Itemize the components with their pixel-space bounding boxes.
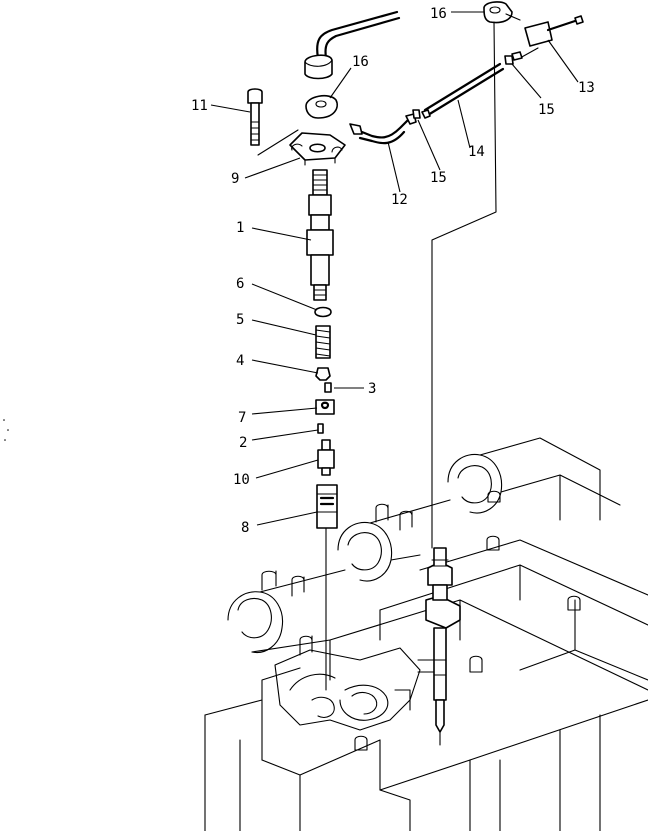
scan-specks: [3, 419, 9, 441]
part-12-bent-fuel-line: [349, 113, 417, 145]
part-1-injector-body: [306, 169, 334, 301]
callout-11: 11: [191, 98, 208, 114]
installed-injector: [425, 547, 461, 746]
callout-16-right: 16: [430, 6, 447, 22]
callout-15-right: 15: [538, 102, 555, 118]
part-5-spring: [315, 325, 331, 359]
part-4-spring-seat: [315, 367, 331, 381]
part-8-nozzle-nut: [316, 484, 338, 529]
part-16-banjo-left: [305, 94, 338, 119]
assembly-guide-line: [431, 21, 497, 549]
callout-1: 1: [236, 220, 244, 236]
callout-13: 13: [578, 80, 595, 96]
callout-4: 4: [236, 353, 244, 369]
bolt-to-clamp-line: [257, 129, 299, 156]
top-left-bent-pipe: [304, 10, 401, 80]
part-2-pin: [317, 423, 324, 434]
part-3-pin: [324, 382, 332, 393]
part-13-inlet-fitting: [511, 15, 584, 61]
callout-14: 14: [468, 144, 485, 160]
part-15-clip-right: [504, 55, 514, 65]
part-11-bolt: [247, 88, 263, 146]
part-16-banjo-right: [483, 1, 521, 24]
part-6-washer: [314, 306, 332, 318]
callout-labels: 1 2 3 4 5 6 7 8 9 10 11 12 13 14 15 15 1…: [191, 6, 595, 536]
exploded-injector-stack: [289, 132, 346, 691]
part-9-clamp-flange: [289, 132, 346, 166]
callout-12: 12: [391, 192, 408, 208]
part-14-straight-pipe: [421, 62, 505, 119]
callout-9: 9: [231, 171, 239, 187]
engine-block: [204, 437, 648, 831]
callout-8: 8: [241, 520, 249, 536]
callout-15-left: 15: [430, 170, 447, 186]
leader-lines: [210, 11, 579, 526]
callout-16-left: 16: [352, 54, 369, 70]
callout-3: 3: [368, 381, 376, 397]
callout-6: 6: [236, 276, 244, 292]
part-10-nozzle-tip: [317, 439, 335, 476]
callout-7: 7: [238, 410, 246, 426]
callout-10: 10: [233, 472, 250, 488]
part-15-clip-left: [412, 109, 421, 119]
callout-2: 2: [239, 435, 247, 451]
part-7-spacer: [315, 399, 335, 415]
callout-5: 5: [236, 312, 244, 328]
